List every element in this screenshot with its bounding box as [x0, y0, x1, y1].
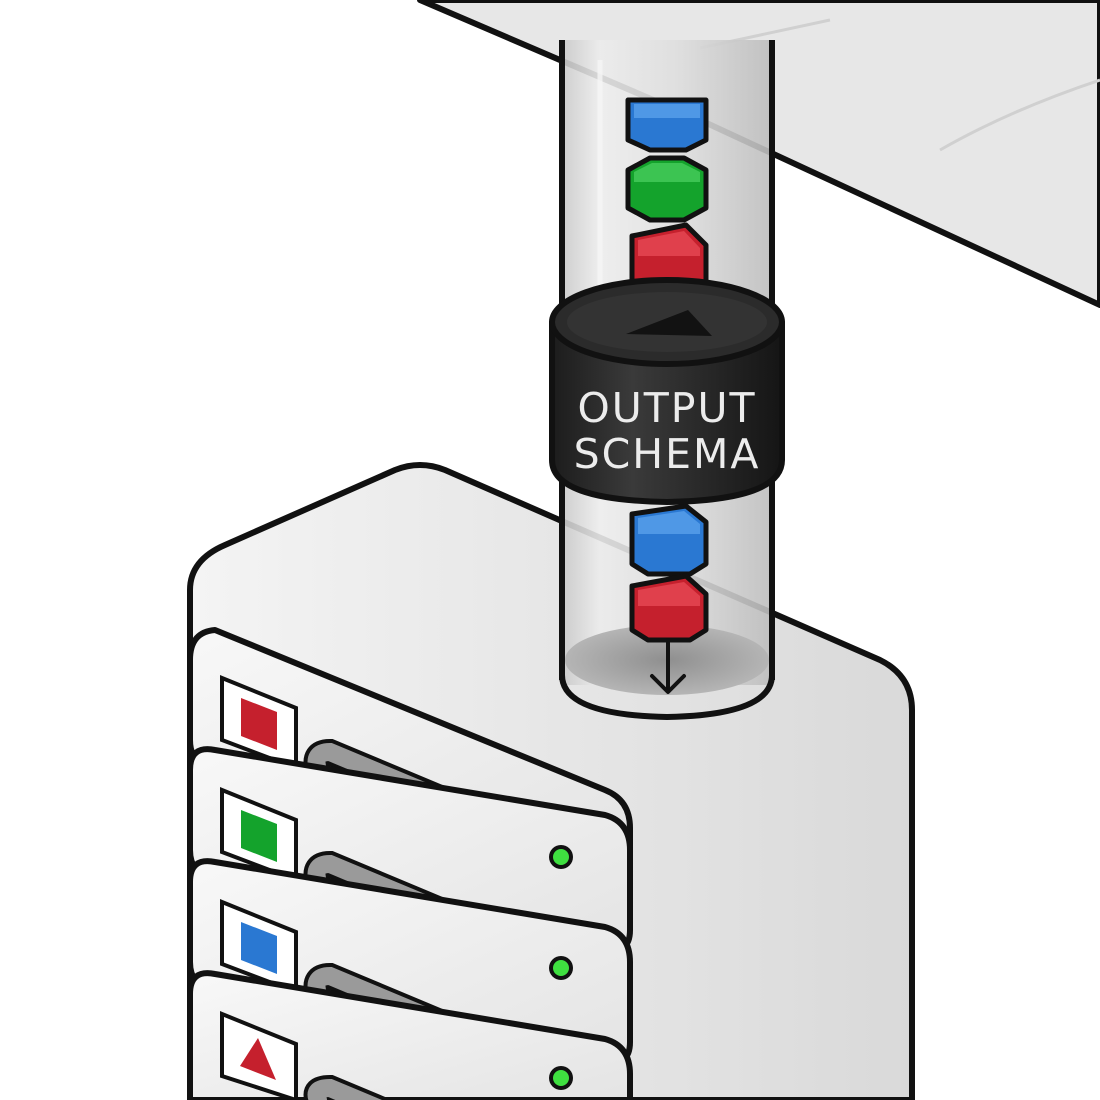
output-schema-ring: OUTPUT SCHEMA [549, 277, 785, 505]
status-led-icon [549, 845, 573, 869]
token-green [625, 155, 709, 223]
down-arrow-icon [650, 638, 686, 694]
token-red-lower [629, 573, 709, 643]
slot-label-red-square [220, 675, 298, 771]
slot-label-red-triangle [220, 1011, 298, 1100]
direction-triangle-icon [626, 310, 712, 336]
token-blue-upper [625, 97, 709, 153]
slot-label-blue-square [220, 899, 298, 995]
output-token-stream [629, 503, 709, 643]
server-drawer[interactable] [187, 970, 633, 1100]
slot-label-green-square [220, 787, 298, 883]
ring-label-line2: SCHEMA [574, 430, 761, 478]
ring-label-line1: OUTPUT [577, 384, 756, 432]
status-led-icon [549, 956, 573, 980]
input-token-stream [625, 97, 709, 298]
server-drawers [187, 627, 633, 1100]
token-blue-lower [629, 503, 709, 577]
drawer-handle-icon[interactable] [303, 1074, 441, 1100]
status-led-icon [549, 1066, 573, 1090]
